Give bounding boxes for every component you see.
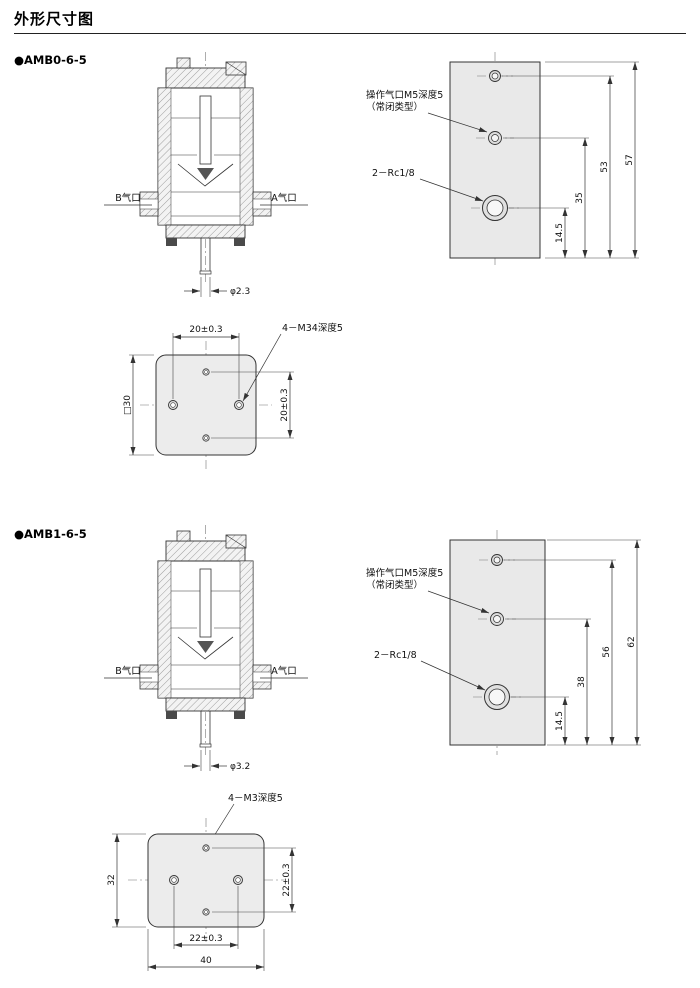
model-label-amb0: ●AMB0-6-5: [14, 53, 87, 67]
dim-pitch-horizontal: 20±0.3: [189, 325, 222, 335]
dim-pitch-horizontal: 22±0.3: [189, 934, 222, 944]
thread-label: 2－Rc1/8: [372, 168, 415, 179]
page-header: 外形尺寸图: [14, 8, 94, 29]
pilot-port-note: （常闭类型）: [366, 579, 423, 591]
bottom-view-amb0: 20±0.3 4－M34深度5 20±0.3 □30: [123, 322, 343, 470]
orifice-dim: φ3.2: [230, 762, 250, 772]
dim-outline-width: 40: [200, 956, 212, 966]
dim-pilot-port: 35: [575, 192, 585, 203]
front-view-amb0: B气口 A气口 φ2.3: [104, 51, 308, 297]
side-view-amb1: 14.5 38 56 62 操作气口M5深度5 （常闭类型） 2－Rc1/8: [366, 530, 641, 755]
dim-total-height: 62: [627, 636, 637, 647]
side-view-amb0: 14.5 35 53 57 操作气口M5深度5 （常闭类型） 2－Rc1/8: [366, 52, 639, 268]
pilot-port-note: （常闭类型）: [366, 101, 423, 113]
page-title: 外形尺寸图: [14, 10, 95, 28]
cross-section-drawing: [139, 524, 272, 756]
orifice-dim: φ2.3: [230, 287, 250, 297]
side-view-body: [449, 539, 546, 746]
dim-top-hole: 56: [602, 646, 612, 658]
section-amb1: ●AMB1-6-5 B气口 A气口 φ3.2: [14, 524, 641, 971]
dim-bottom-port: 14.5: [555, 711, 565, 731]
dim-pitch-vertical: 20±0.3: [280, 388, 290, 421]
dim-top-hole: 53: [600, 161, 610, 172]
port-b-label: B气口: [115, 665, 141, 677]
header-divider: [14, 33, 686, 34]
mounting-thread-label: 4－M34深度5: [282, 322, 343, 334]
dim-outline-square: □30: [123, 395, 133, 415]
dim-bottom-port: 14.5: [555, 223, 565, 243]
port-a-label: A气口: [271, 665, 297, 677]
dim-pilot-port: 38: [577, 676, 587, 688]
port-a-label: A气口: [271, 192, 297, 204]
bottom-view-body: [155, 354, 257, 456]
dim-pitch-vertical: 22±0.3: [282, 863, 292, 896]
pilot-port-label: 操作气口M5深度5: [366, 89, 443, 101]
cross-section-drawing: [139, 51, 272, 283]
section-amb0: ●AMB0-6-5 B气口 A气口 φ2.3: [14, 51, 639, 470]
pilot-port-label: 操作气口M5深度5: [366, 567, 443, 579]
port-b-label: B气口: [115, 192, 141, 204]
model-label-amb1: ●AMB1-6-5: [14, 527, 87, 541]
dim-total-height: 57: [625, 154, 635, 165]
dim-outline-height: 32: [107, 874, 117, 885]
side-view-body: [449, 61, 541, 259]
thread-label: 2－Rc1/8: [374, 650, 417, 661]
front-view-amb1: B气口 A气口 φ3.2: [104, 524, 308, 772]
bottom-view-amb1: 4－M3深度5 22±0.3 32 22±0.3: [107, 792, 296, 971]
mounting-thread-label: 4－M3深度5: [228, 792, 283, 804]
bottom-view-body: [147, 833, 265, 928]
